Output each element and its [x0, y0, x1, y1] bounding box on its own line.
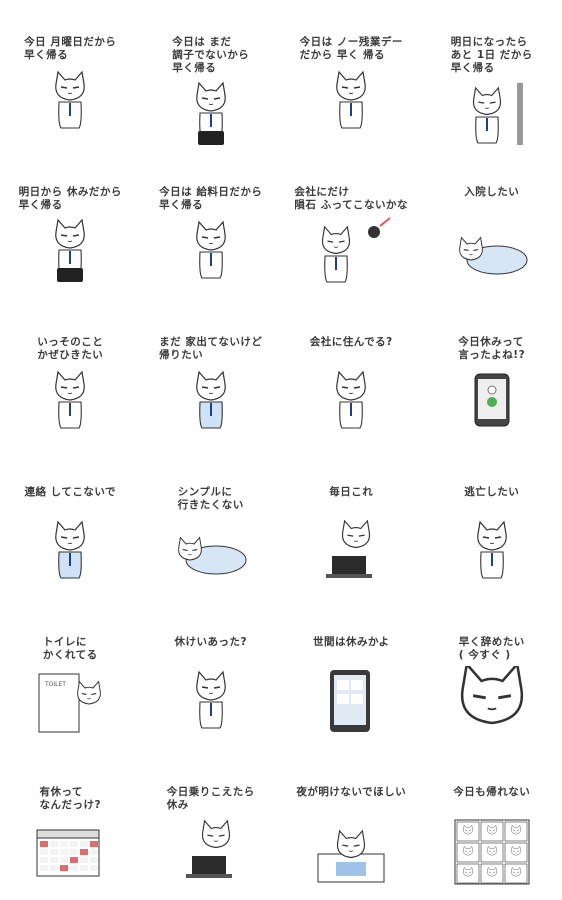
sticker-item[interactable]: 入院したい	[422, 150, 562, 300]
sticker-caption: 夜が明けないでほしい	[296, 786, 407, 798]
sticker-caption: 明日になったら あと 1日 だから 早く帰る	[450, 36, 533, 74]
sticker-illustration	[447, 661, 537, 736]
sticker-illustration	[306, 216, 396, 286]
sticker-caption: 毎日これ	[329, 486, 374, 498]
sticker-item[interactable]: 連絡 してこないで	[0, 450, 141, 600]
sticker-caption: 休けいあった?	[174, 636, 248, 648]
sticker-illustration	[25, 66, 115, 136]
sticker-item[interactable]: 夜が明けないでほしい	[281, 750, 422, 900]
sticker-caption: 入院したい	[464, 186, 520, 198]
sticker-item[interactable]: 有休って なんだっけ?	[0, 750, 141, 900]
sticker-illustration	[25, 366, 115, 436]
sticker-caption: 早く辞めたい ( 今すぐ )	[458, 636, 525, 661]
sticker-caption: トイレに かくれてる	[42, 636, 98, 661]
sticker-caption: 今日乗りこえたら 休み	[166, 786, 255, 811]
sticker-caption: 連絡 してこないで	[24, 486, 117, 498]
sticker-caption: いっそのこと かぜひきたい	[37, 336, 104, 361]
sticker-illustration	[25, 816, 115, 886]
sticker-illustration	[166, 79, 256, 149]
sticker-caption: 今日も帰れない	[453, 786, 531, 798]
sticker-illustration	[166, 216, 256, 286]
sticker-caption: 今日は 給料日だから 早く帰る	[159, 186, 263, 211]
sticker-item[interactable]: 逃亡したい	[422, 450, 562, 600]
sticker-illustration	[166, 516, 256, 586]
sticker-item[interactable]: 今日 月曜日だから 早く帰る	[0, 0, 141, 150]
sticker-illustration	[306, 666, 396, 736]
sticker-illustration	[25, 216, 115, 286]
sticker-caption: 世間は休みかよ	[313, 636, 390, 648]
sticker-item[interactable]: 世間は休みかよ	[281, 600, 422, 750]
sticker-item[interactable]: 今日は 給料日だから 早く帰る	[141, 150, 282, 300]
sticker-illustration	[306, 516, 396, 586]
sticker-item[interactable]: シンプルに 行きたくない	[141, 450, 282, 600]
sticker-item[interactable]: 今日は まだ 調子でないから 早く帰る	[141, 0, 282, 150]
sticker-item[interactable]: 会社にだけ 隕石 ふってこないかな	[281, 150, 422, 300]
sticker-item[interactable]: トイレに かくれてる TOILET	[0, 600, 141, 750]
sticker-illustration	[166, 666, 256, 736]
sticker-caption: 今日は ノー残業デー だから 早く 帰る	[299, 36, 403, 61]
sticker-illustration	[447, 366, 537, 436]
sticker-item[interactable]: 早く辞めたい ( 今すぐ )	[422, 600, 562, 750]
sticker-caption: 逃亡したい	[464, 486, 520, 498]
sticker-illustration	[447, 816, 537, 886]
sticker-item[interactable]: 明日になったら あと 1日 だから 早く帰る	[422, 0, 562, 150]
sticker-illustration	[306, 66, 396, 136]
sticker-illustration	[447, 216, 537, 286]
sticker-caption: 会社にだけ 隕石 ふってこないかな	[294, 186, 409, 211]
sticker-caption: 有休って なんだっけ?	[39, 786, 102, 811]
sticker-item[interactable]: 明日から 休みだから 早く帰る	[0, 150, 141, 300]
svg-text:TOILET: TOILET	[44, 681, 66, 688]
sticker-illustration: TOILET	[25, 666, 115, 736]
sticker-illustration	[306, 366, 396, 436]
sticker-illustration	[166, 816, 256, 886]
sticker-caption: 今日は まだ 調子でないから 早く帰る	[172, 36, 250, 74]
sticker-item[interactable]: 毎日これ	[281, 450, 422, 600]
sticker-caption: 今日 月曜日だから 早く帰る	[24, 36, 117, 61]
sticker-caption: 明日から 休みだから 早く帰る	[18, 186, 122, 211]
sticker-item[interactable]: まだ 家出てないけど 帰りたい	[141, 300, 282, 450]
sticker-illustration	[447, 79, 537, 149]
sticker-caption: シンプルに 行きたくない	[177, 486, 244, 511]
sticker-item[interactable]: 今日休みって 言ったよね!?	[422, 300, 562, 450]
sticker-illustration	[447, 516, 537, 586]
sticker-item[interactable]: 今日乗りこえたら 休み	[141, 750, 282, 900]
sticker-illustration	[166, 366, 256, 436]
sticker-item[interactable]: 今日も帰れない	[422, 750, 562, 900]
sticker-illustration	[25, 516, 115, 586]
sticker-item[interactable]: 今日は ノー残業デー だから 早く 帰る	[281, 0, 422, 150]
sticker-item[interactable]: 休けいあった?	[141, 600, 282, 750]
sticker-caption: 今日休みって 言ったよね!?	[458, 336, 526, 361]
sticker-caption: まだ 家出てないけど 帰りたい	[159, 336, 263, 361]
sticker-item[interactable]: 会社に住んでる?	[281, 300, 422, 450]
sticker-caption: 会社に住んでる?	[309, 336, 393, 348]
sticker-item[interactable]: いっそのこと かぜひきたい	[0, 300, 141, 450]
sticker-illustration	[306, 816, 396, 886]
